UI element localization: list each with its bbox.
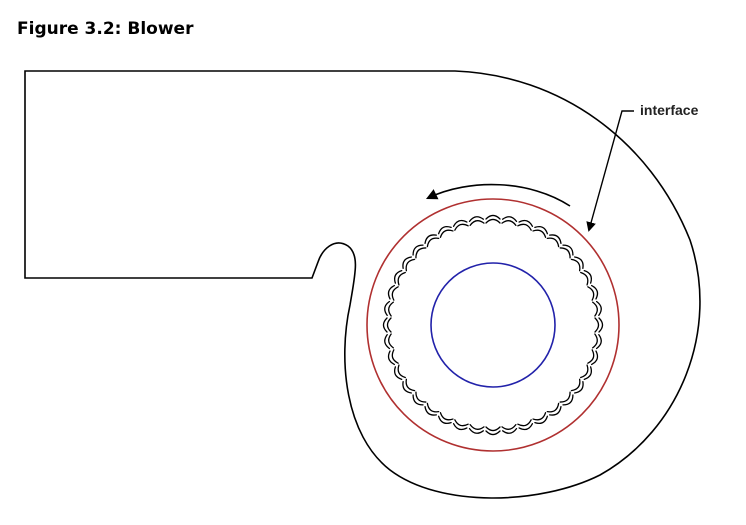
impeller-blade bbox=[485, 214, 501, 224]
interface-label: interface bbox=[640, 102, 699, 118]
impeller-blade bbox=[424, 234, 440, 248]
impeller-blade bbox=[591, 333, 602, 350]
impeller-blade bbox=[412, 391, 427, 406]
impeller-blade bbox=[570, 256, 584, 272]
impeller-blade bbox=[532, 412, 549, 425]
impeller-blade bbox=[468, 216, 485, 227]
impeller-blade bbox=[594, 317, 604, 333]
impeller-blade bbox=[546, 402, 562, 416]
impeller-blade bbox=[382, 317, 392, 333]
impeller-blade bbox=[393, 269, 406, 286]
impeller-blade bbox=[424, 402, 440, 416]
blower-housing bbox=[24, 70, 701, 499]
impeller-blade bbox=[387, 349, 399, 366]
interface-callout-line bbox=[586, 110, 634, 232]
impeller-blade bbox=[532, 225, 549, 238]
impeller-blade bbox=[580, 269, 593, 286]
impeller-blade bbox=[501, 423, 518, 434]
impeller-blade bbox=[412, 244, 427, 259]
impeller-blade bbox=[517, 419, 534, 431]
impeller-blade bbox=[452, 419, 469, 431]
impeller-blade bbox=[587, 349, 599, 366]
impeller-blade bbox=[591, 300, 602, 317]
impeller-blade bbox=[437, 412, 454, 425]
impeller-blade bbox=[559, 244, 574, 259]
impeller-blade bbox=[384, 300, 395, 317]
impeller-blade bbox=[570, 378, 584, 394]
impeller-blade bbox=[517, 219, 534, 231]
impeller-blade bbox=[387, 284, 399, 301]
interface-circle bbox=[366, 198, 620, 452]
impeller-blade bbox=[437, 225, 454, 238]
hub-circle bbox=[430, 262, 556, 388]
impeller-blades bbox=[382, 214, 604, 436]
impeller-blade bbox=[393, 364, 406, 381]
impeller-blade bbox=[580, 364, 593, 381]
rotation-arrow bbox=[425, 183, 571, 207]
impeller-blade bbox=[452, 219, 469, 231]
impeller-blade bbox=[468, 423, 485, 434]
impeller-blade bbox=[501, 216, 518, 227]
impeller-blade bbox=[402, 256, 416, 272]
figure-title: Figure 3.2: Blower bbox=[17, 19, 194, 39]
impeller-blade bbox=[546, 234, 562, 248]
impeller-blade bbox=[402, 378, 416, 394]
impeller-blade bbox=[485, 426, 501, 436]
impeller-blade bbox=[559, 391, 574, 406]
impeller-blade bbox=[384, 333, 395, 350]
impeller-blade bbox=[587, 284, 599, 301]
